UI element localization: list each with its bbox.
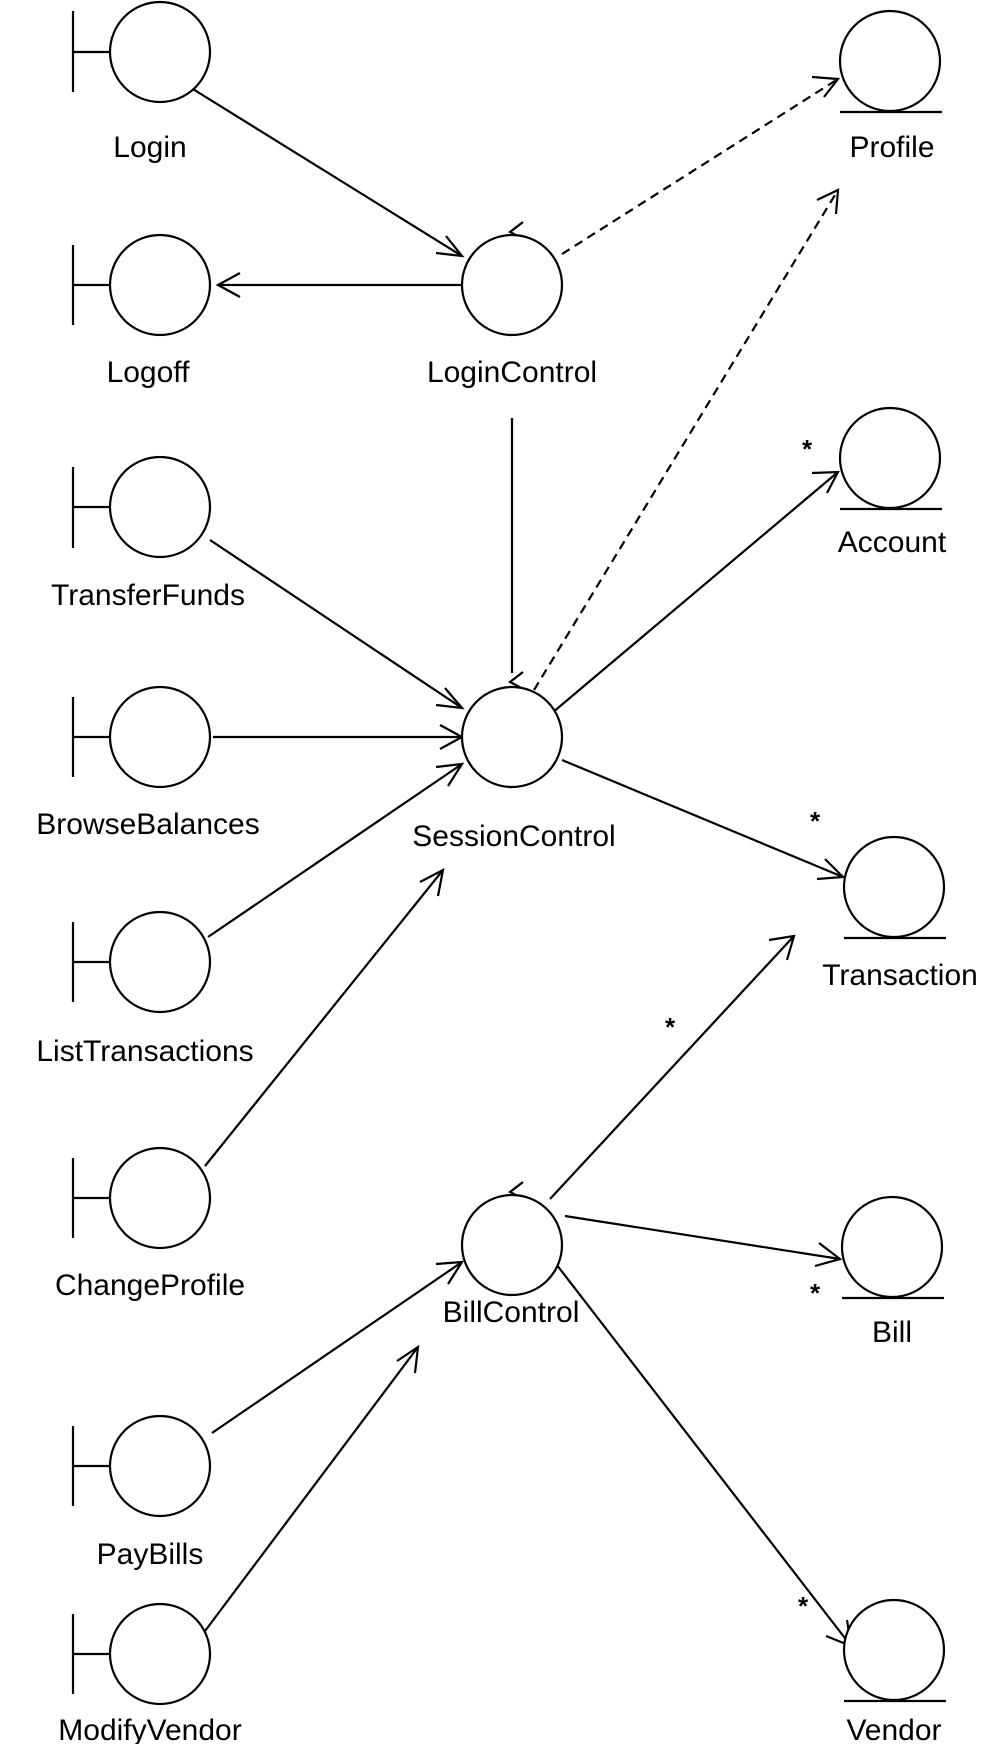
arrowhead [435, 235, 465, 258]
edge-billcontrol-to-bill [564, 1214, 841, 1261]
control-logincontrol: LoginControl [427, 233, 597, 389]
edge-login-to-logincontrol [187, 85, 463, 257]
edge-logincontrol-to-profile [561, 78, 839, 255]
boundary-login: Login [71, 0, 212, 164]
boundary-label: PayBills [97, 1538, 204, 1571]
edge-billcontrol-to-vendor [552, 1259, 852, 1647]
multiplicity-label: * [665, 1012, 676, 1042]
boundary-listtransactions: ListTransactions [36, 910, 254, 1068]
control-sessioncontrol: SessionControl [412, 685, 616, 853]
boundary-label: Logoff [107, 356, 191, 389]
boundary-label: ModifyVendor [58, 1714, 241, 1744]
entity-transaction: Transaction * * [665, 806, 978, 1042]
arrowhead [814, 1242, 843, 1268]
entity-circle [840, 1195, 944, 1299]
entity-circle [842, 1598, 946, 1702]
boundary-logoff: Logoff [71, 233, 212, 389]
boundary-label: ListTransactions [36, 1035, 253, 1068]
edge-sessioncontrol-to-profile [533, 189, 839, 691]
edge-transferfunds-to-sessioncontrol [209, 539, 463, 709]
boundary-circle [108, 1146, 212, 1250]
edge-sessioncontrol-to-account [551, 471, 839, 714]
boundary-transferfunds: TransferFunds [51, 455, 245, 612]
boundary-circle [108, 0, 212, 104]
entity-account: Account * [802, 406, 947, 559]
boundary-label: ChangeProfile [55, 1269, 245, 1302]
boundary-label: Login [113, 131, 186, 164]
entity-circle [838, 9, 942, 113]
entity-circle [842, 835, 946, 939]
arrowhead [435, 762, 465, 787]
arrowhead [811, 470, 840, 494]
boundary-circle [108, 455, 212, 559]
entity-label: Bill [872, 1316, 912, 1349]
boundary-circle [108, 685, 212, 789]
multiplicity-label: * [810, 1278, 821, 1308]
entity-label: Account [838, 526, 947, 559]
boundary-circle [108, 1414, 212, 1518]
control-circle [460, 685, 564, 789]
edge-paybills-to-billcontrol [211, 1261, 463, 1434]
boundary-label: TransferFunds [51, 579, 245, 612]
edge-billcontrol-to-transaction [549, 935, 795, 1200]
multiplicity-label: * [802, 434, 813, 464]
entity-label: Vendor [846, 1714, 941, 1744]
control-circle [460, 1193, 564, 1297]
control-billcontrol: BillControl [443, 1193, 580, 1329]
multiplicity-label: * [810, 806, 821, 836]
arrowhead [768, 934, 796, 961]
control-label: LoginControl [427, 356, 597, 389]
entity-vendor: Vendor * [798, 1591, 946, 1744]
boundary-paybills: PayBills [71, 1414, 212, 1571]
boundary-label: BrowseBalances [36, 808, 259, 841]
multiplicity-label: * [798, 1591, 809, 1621]
edge-modifyvendor-to-billcontrol [204, 1346, 419, 1632]
edge-listtransactions-to-sessioncontrol [207, 763, 463, 938]
boundary-circle [108, 910, 212, 1014]
boundary-circle [108, 233, 212, 337]
entity-bill: Bill * [810, 1195, 944, 1349]
arrowhead [419, 867, 445, 897]
edge-changeprofile-to-sessioncontrol [204, 869, 444, 1167]
boundary-circle [108, 1602, 212, 1706]
arrowhead [215, 272, 241, 298]
arrowhead [811, 75, 841, 98]
arrowhead [816, 858, 846, 881]
edge-sessioncontrol-to-transaction [561, 758, 844, 879]
control-label: BillControl [443, 1296, 580, 1329]
connections [187, 75, 853, 1648]
arrowhead [435, 1260, 465, 1285]
control-circle [460, 233, 564, 337]
entity-circle [838, 406, 942, 510]
arrowhead [816, 188, 840, 215]
entity-label: Profile [849, 131, 934, 164]
boundary-changeprofile: ChangeProfile [55, 1146, 245, 1302]
entity-label: Transaction [822, 959, 978, 992]
arrowhead [435, 687, 465, 710]
control-label: SessionControl [412, 820, 615, 853]
arrowhead [396, 1344, 420, 1374]
entity-profile: Profile [838, 9, 942, 164]
boundary-browsebalances: BrowseBalances [36, 685, 260, 841]
boundary-modifyvendor: ModifyVendor [58, 1602, 242, 1744]
